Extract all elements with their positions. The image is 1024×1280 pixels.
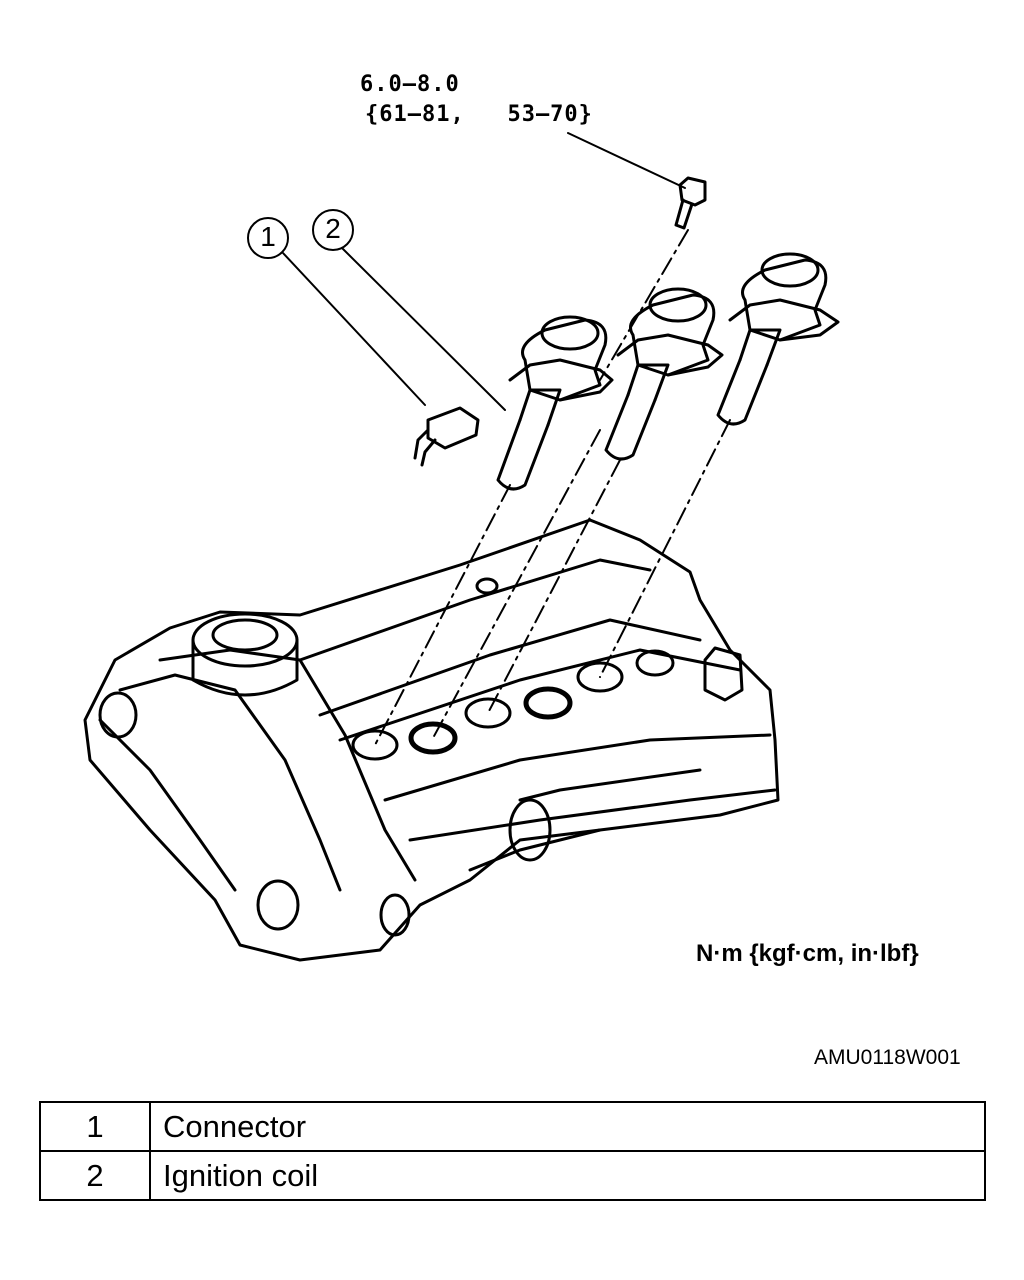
callout-number-1: 1 [260,221,276,252]
leader-lines [282,132,686,411]
figure-code: AMU0118W001 [814,1046,961,1069]
unit-note: N·m {kgf·cm, in·lbf} [696,940,919,967]
ignition-coil [496,315,614,491]
bolt [674,176,707,230]
connector [413,406,480,467]
torque-value: 6.0—8.0 [360,72,460,97]
legend-name: Connector [149,1101,986,1152]
ignition-coil [604,287,724,461]
callout-number-2: 2 [325,213,341,244]
callout-circle-1 [247,217,289,259]
torque-value-alt-units: {61—81, 53—70} [365,102,593,127]
callout-circle-2 [312,209,354,251]
legend-row: 2 Ignition coil [39,1150,986,1201]
cylinder-head-cover [83,518,780,962]
legend-number: 1 [39,1101,151,1152]
alignment-lines [374,229,731,746]
legend-number: 2 [39,1150,151,1201]
ignition-coil-exploded-diagram [83,132,840,962]
legend-name: Ignition coil [149,1150,986,1201]
legend-row: 1 Connector [39,1101,986,1152]
legend-table: 1 Connector 2 Ignition coil [39,1101,986,1201]
ignition-coil [716,252,840,426]
